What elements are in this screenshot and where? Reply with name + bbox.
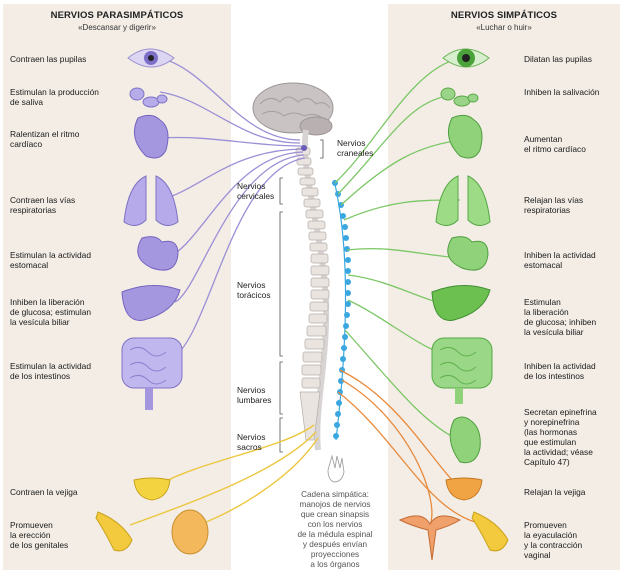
right-label-saliva: Inhiben la salivación [524, 87, 600, 97]
genitals-icon [95, 509, 209, 555]
heart-icon [133, 114, 169, 159]
lungs-icon [435, 175, 491, 226]
right-label-pupils: Dilatan las pupilas [524, 54, 592, 64]
intestines-icon [431, 337, 493, 404]
salivary-gland-icon [129, 87, 168, 108]
liver-icon [431, 285, 491, 321]
eye-icon [127, 48, 175, 68]
heart-icon [447, 114, 483, 159]
stomach-icon [137, 236, 179, 271]
sympathetic-chain-caption: Cadena simpática: manojos de nervios que… [297, 490, 373, 569]
stomach-icon [447, 236, 489, 271]
left-label-bladder: Contraen la vejiga [10, 487, 78, 497]
eye-icon [442, 48, 490, 68]
parasympathetic-panel: NERVIOS PARASIMPÁTICOS «Descansar y dige… [3, 4, 231, 570]
hand-icon [327, 454, 345, 483]
sympathetic-panel: NERVIOS SIMPÁTICOS «Luchar o huir» [388, 4, 620, 570]
sympathetic-subtitle: «Luchar o huir» [476, 23, 532, 32]
sympathetic-chain [332, 179, 351, 441]
bladder-icon [445, 477, 483, 501]
salivary-gland-icon [440, 87, 479, 107]
vertebral-column [295, 147, 330, 441]
bladder-icon [133, 477, 171, 501]
parasympathetic-title: NERVIOS PARASIMPÁTICOS [50, 10, 184, 21]
sympathetic-title: NERVIOS SIMPÁTICOS [450, 10, 558, 21]
brain-icon [252, 82, 334, 136]
genitals-icon [398, 511, 509, 561]
left-label-pupils: Contraen las pupilas [10, 54, 87, 64]
lumbar-nerves [337, 369, 491, 526]
lungs-icon [123, 175, 179, 226]
adrenal-gland-icon [449, 416, 481, 464]
parasympathetic-subtitle: «Descansar y digerir» [78, 23, 156, 32]
right-label-bladder: Relajan la vejiga [524, 487, 586, 497]
intestines-icon [121, 337, 183, 410]
liver-icon [121, 285, 181, 321]
